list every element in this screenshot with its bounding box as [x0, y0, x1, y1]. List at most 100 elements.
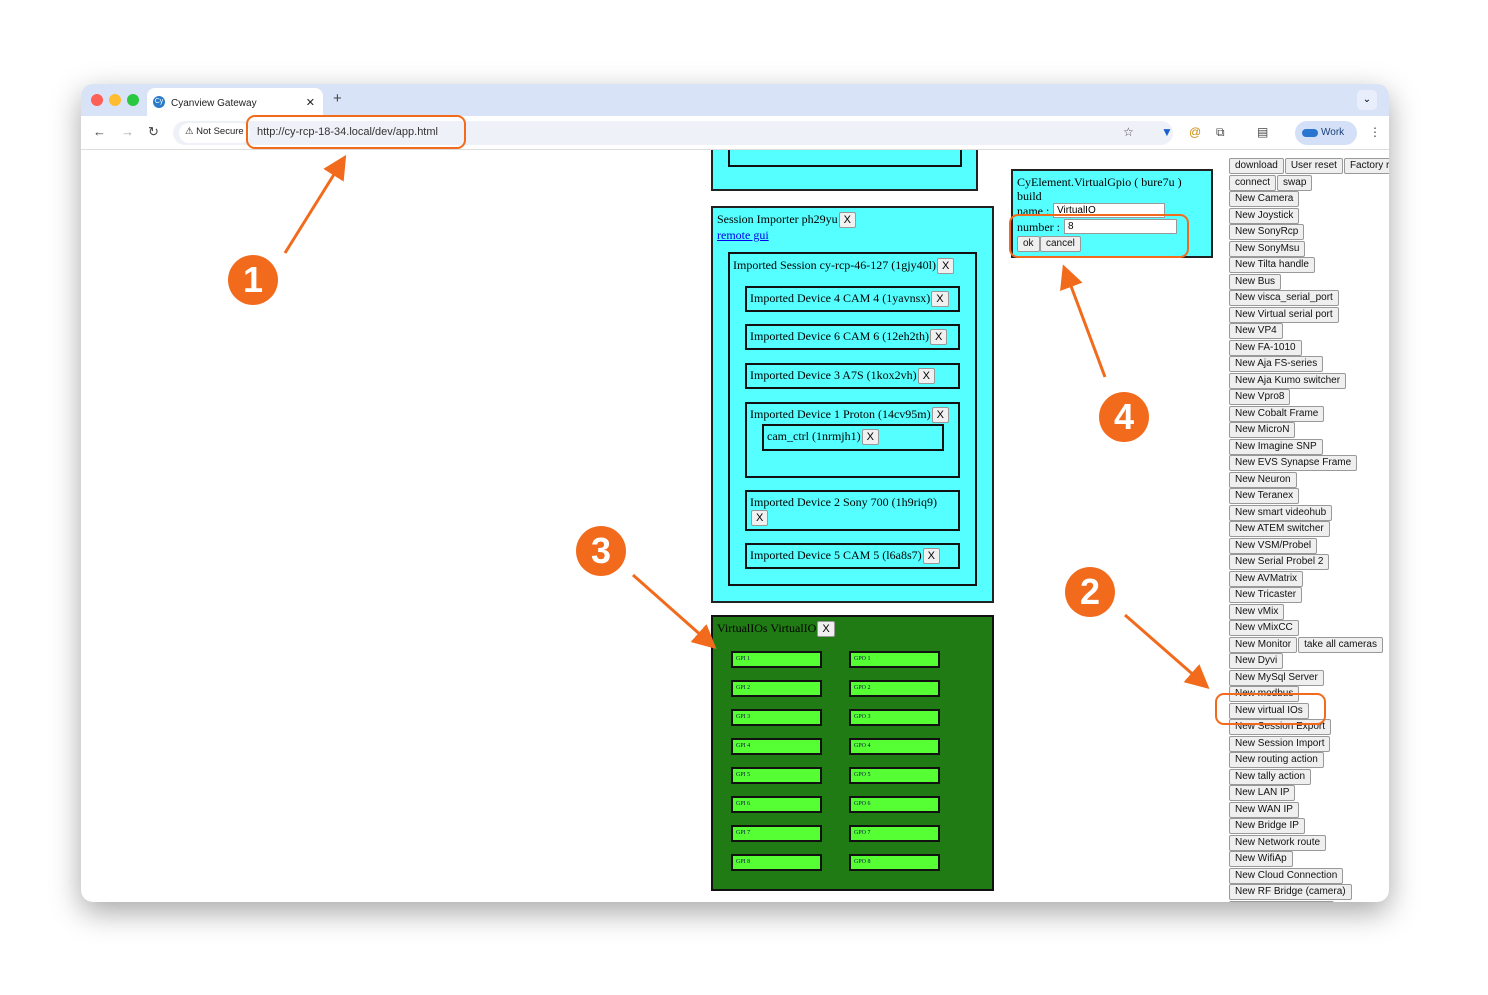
new-bridge-ip-button[interactable]: New Bridge IP [1229, 818, 1305, 834]
new-lan-ip-button[interactable]: New LAN IP [1229, 785, 1296, 801]
gpo-cell[interactable]: GPO 8 [849, 854, 940, 871]
close-device-button[interactable]: X [917, 368, 935, 385]
new-vp4-button[interactable]: New VP4 [1229, 323, 1283, 339]
more-button[interactable] [1229, 900, 1334, 902]
new-vpro8-button[interactable]: New Vpro8 [1229, 389, 1291, 405]
close-tab-icon[interactable]: ✕ [305, 97, 315, 109]
url-text[interactable]: http://cy-rcp-18-34.local/dev/app.html [257, 126, 438, 138]
new-wan-ip-button[interactable]: New WAN IP [1229, 801, 1299, 818]
gpo-cell[interactable]: GPO 7 [849, 825, 940, 842]
gpi-cell[interactable]: GPI 3 [731, 709, 822, 726]
forward-icon[interactable]: → [121, 124, 134, 139]
new-aja-fs-series-button[interactable]: New Aja FS-series [1229, 356, 1324, 372]
gpo-cell[interactable]: GPO 1 [849, 651, 940, 668]
gpo-cell[interactable]: GPO 2 [849, 680, 940, 697]
extension-v-icon[interactable]: ▼ [1161, 125, 1173, 139]
new-vmixcc-button[interactable]: New vMixCC [1229, 620, 1299, 636]
cancel-button[interactable]: cancel [1040, 236, 1081, 252]
minimize-window-icon[interactable] [109, 94, 121, 106]
new-network-route-button[interactable]: New Network route [1229, 834, 1327, 851]
new-virtual-ios-button[interactable]: New virtual IOs [1229, 702, 1309, 719]
new-cloud-connection-button[interactable]: New Cloud Connection [1229, 867, 1344, 884]
new-micron-button[interactable]: New MicroN [1229, 422, 1296, 438]
close-session-importer-button[interactable]: X [838, 212, 856, 229]
security-chip[interactable]: ⚠ Not Secure [179, 123, 250, 143]
new-monitor-button[interactable]: New Monitor [1229, 636, 1298, 653]
close-child-button[interactable]: X [861, 429, 879, 446]
gpo-cell[interactable]: GPO 3 [849, 709, 940, 726]
close-device-button[interactable]: X [929, 329, 948, 346]
back-icon[interactable]: ← [93, 124, 106, 139]
number-input[interactable] [1064, 219, 1177, 234]
new-routing-action-button[interactable]: New routing action [1229, 752, 1324, 768]
gpo-cell[interactable]: GPO 4 [849, 738, 940, 755]
tab-search-chevron-icon[interactable]: ⌄ [1357, 90, 1377, 110]
new-avmatrix-button[interactable]: New AVMatrix [1229, 570, 1304, 587]
new-serial-probel-2-button[interactable]: New Serial Probel 2 [1229, 554, 1330, 570]
gpi-cell[interactable]: GPI 4 [731, 738, 822, 755]
new-imagine-snp-button[interactable]: New Imagine SNP [1229, 438, 1323, 455]
new-evs-synapse-frame-button[interactable]: New EVS Synapse Frame [1229, 455, 1358, 471]
new-camera-button[interactable]: New Camera [1229, 191, 1300, 207]
reload-icon[interactable]: ↻ [148, 124, 159, 139]
reading-list-icon[interactable]: ▤ [1257, 125, 1269, 139]
tab-cyanview-gateway[interactable]: Cy Cyanview Gateway ✕ [147, 88, 323, 116]
user-reset-button[interactable]: User reset [1284, 158, 1343, 174]
new-fa-1010-button[interactable]: New FA-1010 [1229, 339, 1302, 356]
profile-button[interactable]: Work [1295, 121, 1357, 145]
bookmark-star-icon[interactable]: ☆ [1123, 125, 1134, 139]
close-device-button[interactable]: X [751, 510, 769, 527]
new-bus-button[interactable]: New Bus [1229, 273, 1282, 290]
gpo-cell[interactable]: GPO 6 [849, 796, 940, 813]
close-virtual-ios-button[interactable]: X [817, 621, 835, 638]
new-neuron-button[interactable]: New Neuron [1229, 471, 1297, 488]
remote-gui-link[interactable]: remote gui [717, 228, 769, 242]
new-sonyrcp-button[interactable]: New SonyRcp [1229, 224, 1305, 240]
close-imported-session-button[interactable]: X [936, 258, 955, 275]
close-device-button[interactable]: X [931, 407, 949, 424]
extension-at-icon[interactable]: @ [1189, 125, 1202, 139]
download-button[interactable]: download [1229, 158, 1284, 174]
new-cobalt-frame-button[interactable]: New Cobalt Frame [1229, 405, 1325, 422]
gpi-cell[interactable]: GPI 1 [731, 651, 822, 668]
new-session-import-button[interactable]: New Session Import [1229, 735, 1331, 752]
new-wifiap-button[interactable]: New WifiAp [1229, 851, 1293, 867]
new-atem-switcher-button[interactable]: New ATEM switcher [1229, 521, 1330, 537]
new-teranex-button[interactable]: New Teranex [1229, 488, 1300, 504]
new-virtual-serial-port-button[interactable]: New Virtual serial port [1229, 306, 1339, 323]
browser-window: Cy Cyanview Gateway ✕ + ⌄ ← → ↻ ⚠ Not Se… [81, 84, 1389, 902]
gpi-cell[interactable]: GPI 2 [731, 680, 822, 697]
imported-device-title: Imported Device 3 A7S (1kox2vh) [750, 368, 917, 382]
new-tally-action-button[interactable]: New tally action [1229, 768, 1312, 785]
menu-kebab-icon[interactable]: ⋮ [1369, 125, 1381, 139]
new-mysql-server-button[interactable]: New MySql Server [1229, 669, 1324, 686]
take-all-cameras-button[interactable]: take all cameras [1298, 636, 1383, 653]
close-device-button[interactable]: X [922, 548, 940, 565]
maximize-window-icon[interactable] [127, 94, 139, 106]
new-tilta-handle-button[interactable]: New Tilta handle [1229, 257, 1315, 273]
new-smart-videohub-button[interactable]: New smart videohub [1229, 504, 1333, 521]
connect-button[interactable]: connect [1229, 174, 1277, 191]
factory-reset-button[interactable]: Factory reset [1343, 158, 1389, 174]
new-tab-icon[interactable]: + [333, 90, 342, 107]
new-sonymsu-button[interactable]: New SonyMsu [1229, 240, 1306, 257]
new-vmix-button[interactable]: New vMix [1229, 603, 1285, 620]
new-dyvi-button[interactable]: New Dyvi [1229, 653, 1284, 669]
gpi-cell[interactable]: GPI 8 [731, 854, 822, 871]
new-rf-bridge-camera--button[interactable]: New RF Bridge (camera) [1229, 884, 1352, 900]
close-device-button[interactable]: X [931, 291, 949, 308]
new-joystick-button[interactable]: New Joystick [1229, 207, 1300, 224]
gpo-cell[interactable]: GPO 5 [849, 767, 940, 784]
new-vsm-probel-button[interactable]: New VSM/Probel [1229, 537, 1318, 554]
new-visca-serial-port-button[interactable]: New visca_serial_port [1229, 290, 1339, 306]
address-bar[interactable] [173, 121, 1173, 145]
close-window-icon[interactable] [91, 94, 103, 106]
new-aja-kumo-switcher-button[interactable]: New Aja Kumo switcher [1229, 372, 1347, 389]
extensions-puzzle-icon[interactable]: ⧉ [1216, 125, 1225, 139]
gpi-cell[interactable]: GPI 6 [731, 796, 822, 813]
ok-button[interactable]: ok [1017, 236, 1040, 252]
new-tricaster-button[interactable]: New Tricaster [1229, 587, 1303, 603]
gpi-cell[interactable]: GPI 5 [731, 767, 822, 784]
gpi-cell[interactable]: GPI 7 [731, 825, 822, 842]
swap-button[interactable]: swap [1277, 174, 1313, 191]
